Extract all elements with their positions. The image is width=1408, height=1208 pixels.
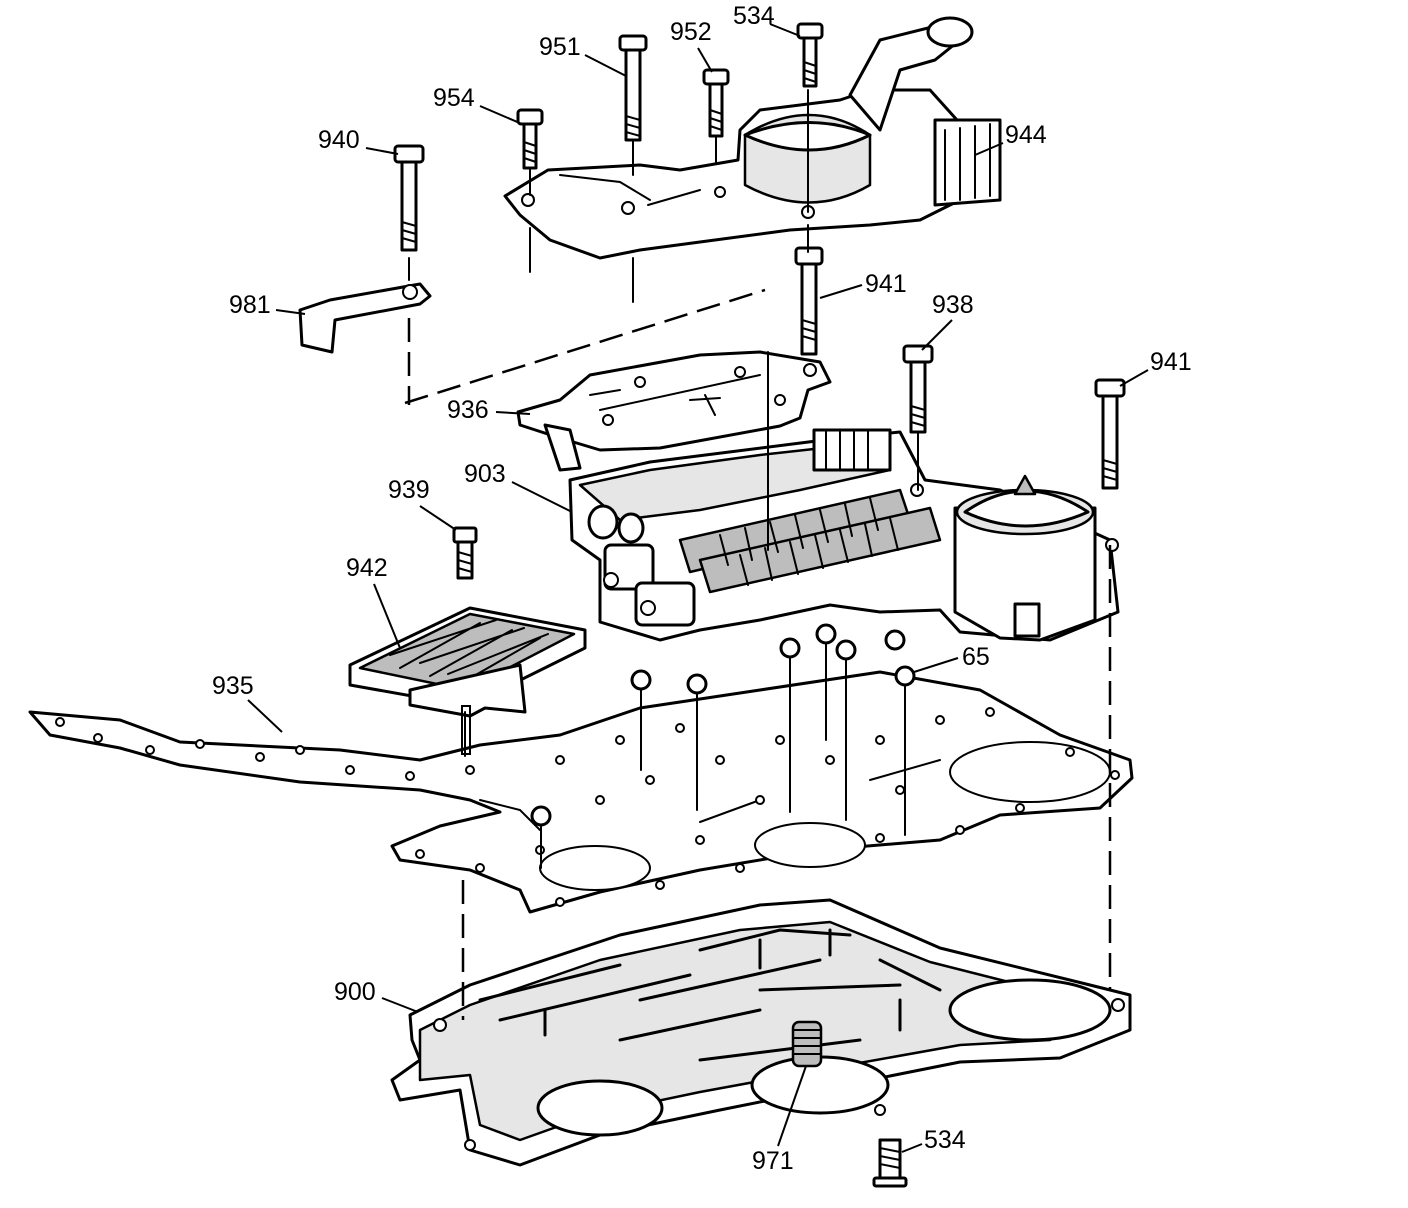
callout-939: 939 bbox=[388, 476, 430, 504]
callout-935: 935 bbox=[212, 672, 254, 700]
bracket-981 bbox=[298, 282, 432, 354]
accumulator-cover-944 bbox=[503, 16, 1002, 260]
check-balls-65 bbox=[530, 623, 916, 869]
spool-valves bbox=[678, 488, 942, 594]
callout-900: 900 bbox=[334, 978, 376, 1006]
valve-body-903 bbox=[568, 428, 1120, 642]
callout-903: 903 bbox=[464, 460, 506, 488]
bolt-938 bbox=[902, 344, 934, 434]
plate-936 bbox=[516, 350, 832, 472]
callout-971: 971 bbox=[752, 1147, 794, 1175]
accumulator-housing bbox=[953, 474, 1097, 642]
callout-981: 981 bbox=[229, 291, 271, 319]
callout-942: 942 bbox=[346, 554, 388, 582]
bolt-940 bbox=[393, 144, 425, 281]
callout-936: 936 bbox=[447, 396, 489, 424]
bolt-952 bbox=[702, 68, 730, 138]
callout-951: 951 bbox=[539, 33, 581, 61]
solenoids bbox=[603, 428, 892, 627]
callout-944: 944 bbox=[1005, 121, 1047, 149]
callout-952: 952 bbox=[670, 18, 712, 46]
screen-942 bbox=[348, 606, 587, 755]
plate-holes bbox=[55, 707, 1120, 907]
callouts: 534 951 952 954 940 944 981 941 938 941 … bbox=[212, 2, 1192, 1175]
callout-940: 940 bbox=[318, 126, 360, 154]
valve-body-900 bbox=[390, 898, 1132, 1167]
bolt-534-top bbox=[796, 22, 824, 88]
callout-941-a: 941 bbox=[865, 270, 907, 298]
callout-941-b: 941 bbox=[1150, 348, 1192, 376]
bolt-951 bbox=[618, 34, 648, 142]
spacer-plate-935 bbox=[28, 670, 1134, 914]
spring-971 bbox=[791, 1020, 823, 1068]
callout-65: 65 bbox=[962, 643, 990, 671]
bolt-941-b bbox=[1094, 378, 1126, 490]
callout-954: 954 bbox=[433, 84, 475, 112]
bolt-941-a bbox=[794, 246, 824, 356]
callout-534-top: 534 bbox=[733, 2, 775, 30]
bolt-534-bottom bbox=[872, 1138, 908, 1188]
callout-534-bottom: 534 bbox=[924, 1126, 966, 1154]
bolt-954 bbox=[516, 108, 544, 170]
bolt-939 bbox=[452, 526, 478, 580]
callout-938: 938 bbox=[932, 291, 974, 319]
alignment-lines bbox=[404, 89, 1112, 1020]
